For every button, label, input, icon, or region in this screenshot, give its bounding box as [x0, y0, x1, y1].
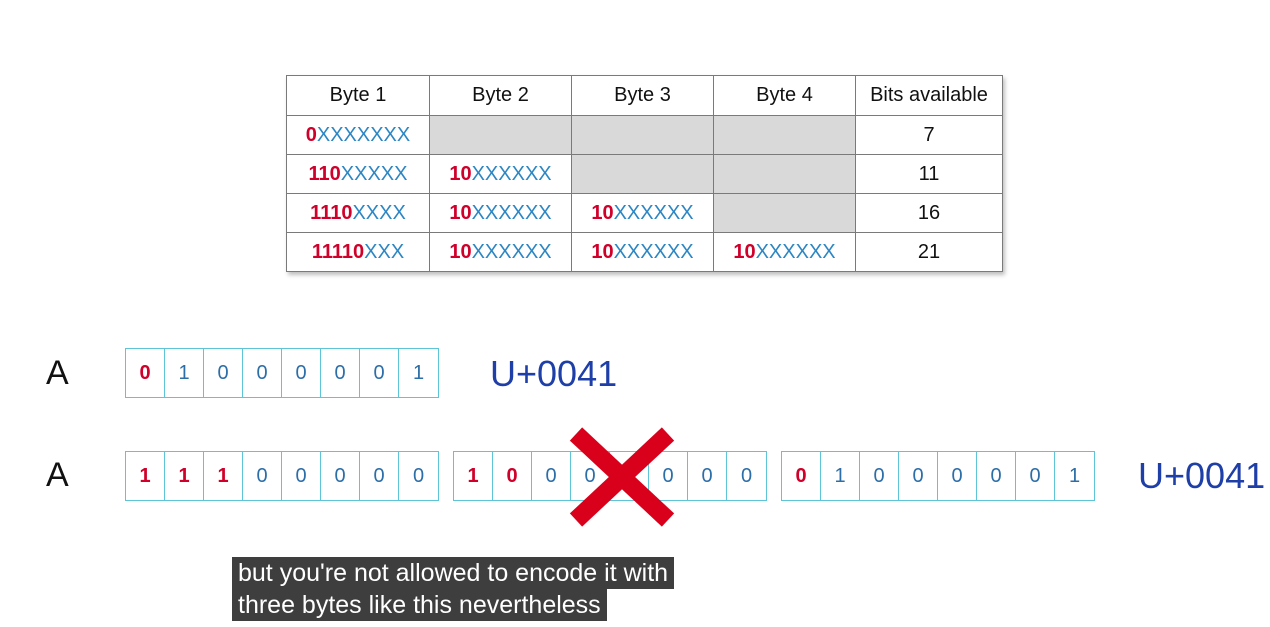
bit-cell: 0 [938, 452, 977, 500]
codepoint-label: U+0041 [1138, 455, 1266, 496]
empty-cell [571, 154, 714, 194]
bit-cell: 0 [899, 452, 938, 500]
bit-cell: 0 [321, 452, 360, 500]
character-label: A [46, 456, 69, 494]
byte-pattern-cell: 10XXXXXX [571, 232, 714, 272]
header-byte-2: Byte 2 [429, 75, 572, 116]
empty-cell [429, 115, 572, 155]
empty-cell [571, 115, 714, 155]
payload-bits: XXXXXX [471, 240, 552, 263]
prefix-bits: 10 [591, 240, 614, 263]
caption-line-2: three bytes like this nevertheless [232, 589, 607, 621]
bit-cell: 0 [126, 349, 165, 397]
bit-cell: 0 [360, 452, 399, 500]
payload-bits: XXXXX [340, 162, 408, 185]
bit-cell: 1 [126, 452, 165, 500]
byte-pattern-cell: 10XXXXXX [713, 232, 856, 272]
prefix-bits: 1110 [310, 201, 353, 224]
bits-available-cell: 7 [855, 115, 1003, 155]
header-bits-available: Bits available [855, 75, 1003, 116]
bit-cell: 1 [821, 452, 860, 500]
header-byte-1: Byte 1 [286, 75, 430, 116]
prefix-bits: 10 [449, 162, 472, 185]
bit-cell: 1 [1068, 464, 1081, 487]
table-row: 0XXXXXXX 7 [286, 115, 1003, 155]
byte-pattern-cell: 10XXXXXX [571, 193, 714, 233]
bit-cell: 0 [204, 349, 243, 397]
bits-available-cell: 21 [855, 232, 1003, 272]
video-caption: but you're not allowed to encode it with… [232, 557, 675, 621]
bit-cell: 1 [204, 452, 243, 500]
bit-cell: 0 [649, 452, 688, 500]
header-byte-3: Byte 3 [571, 75, 714, 116]
payload-bits: XXXXXX [613, 201, 694, 224]
bit-cell: 0 [977, 452, 1016, 500]
bit-cell: 1 [165, 452, 204, 500]
bit-cell: 0 [1016, 452, 1055, 500]
prefix-bits: 10 [449, 240, 472, 263]
bit-cell: 0 [740, 464, 753, 487]
prefix-bits: 11110 [311, 240, 365, 263]
table-header-row: Byte 1 Byte 2 Byte 3 Byte 4 Bits availab… [286, 75, 1003, 116]
payload-bits: XXXXXX [755, 240, 836, 263]
bit-cell: 0 [243, 349, 282, 397]
bits-available-cell: 11 [855, 154, 1003, 194]
bit-cell: 0 [532, 452, 571, 500]
byte-pattern-cell: 10XXXXXX [429, 154, 572, 194]
bits-available-cell: 16 [855, 193, 1003, 233]
byte-pattern-cell: 11110XXX [286, 232, 430, 272]
character-label: A [46, 354, 69, 392]
bit-cell: 0 [243, 452, 282, 500]
utf8-encoding-table: Byte 1 Byte 2 Byte 3 Byte 4 Bits availab… [286, 75, 1003, 272]
utf8-table: Byte 1 Byte 2 Byte 3 Byte 4 Bits availab… [286, 75, 1003, 272]
payload-bits: XXXX [352, 201, 406, 224]
payload-bits: XXX [364, 240, 405, 263]
bit-cell: 0 [282, 349, 321, 397]
red-cross-icon [569, 427, 675, 527]
bit-cell: 1 [454, 452, 493, 500]
prefix-bits: 10 [733, 240, 756, 263]
empty-cell [713, 154, 856, 194]
payload-bits: XXXXXX [471, 162, 552, 185]
header-byte-4: Byte 4 [713, 75, 856, 116]
byte-pattern-cell: 0XXXXXXX [286, 115, 430, 155]
bit-cell: 0 [360, 349, 399, 397]
bit-cell: 1 [165, 349, 204, 397]
bit-cell: 0 [493, 452, 532, 500]
prefix-bits: 10 [449, 201, 472, 224]
payload-bits: XXXXXX [613, 240, 694, 263]
bit-cell: 0 [860, 452, 899, 500]
empty-cell [713, 115, 856, 155]
bit-cell: 1 [412, 361, 425, 384]
caption-line-1: but you're not allowed to encode it with [232, 557, 675, 589]
payload-bits: XXXXXXX [316, 123, 411, 146]
bit-cell: 0 [688, 452, 727, 500]
bit-cell: 0 [321, 349, 360, 397]
empty-cell [713, 193, 856, 233]
codepoint-label: U+0041 [490, 353, 618, 394]
bit-cell: 0 [412, 464, 425, 487]
byte-pattern-cell: 10XXXXXX [429, 232, 572, 272]
prefix-bits: 10 [591, 201, 614, 224]
prefix-bits: 0 [305, 123, 317, 146]
byte-pattern-cell: 1110XXXX [286, 193, 430, 233]
prefix-bits: 110 [308, 162, 341, 185]
bit-cell: 0 [282, 452, 321, 500]
byte-pattern-cell: 10XXXXXX [429, 193, 572, 233]
byte-pattern-cell: 110XXXXX [286, 154, 430, 194]
bit-cell: 0 [782, 452, 821, 500]
payload-bits: XXXXXX [471, 201, 552, 224]
